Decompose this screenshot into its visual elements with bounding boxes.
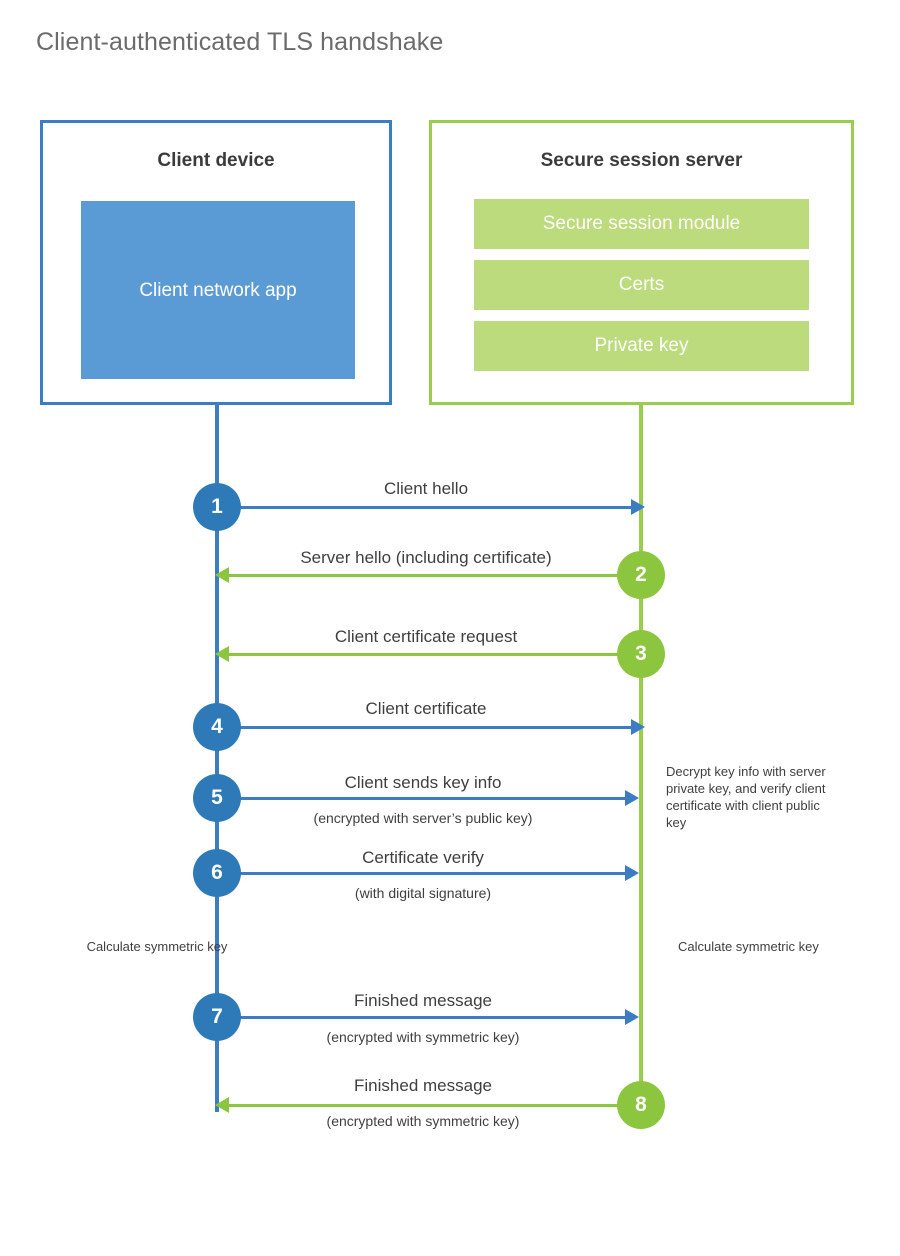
client-network-app-block: Client network app: [81, 201, 355, 379]
step-6-sublabel: (with digital signature): [354, 885, 492, 901]
step-3-number: 3: [617, 630, 665, 678]
step-4-number: 4: [193, 703, 241, 751]
step-1-arrow-head: [631, 499, 645, 515]
step-6-number: 6: [193, 849, 241, 897]
step-7-number: 7: [193, 993, 241, 1041]
step-6-label: Certificate verify: [362, 848, 484, 867]
client-device-box: Client device Client network app: [40, 120, 392, 405]
step-6-arrow-line: [217, 872, 629, 875]
server-component-certs: Certs: [474, 260, 809, 310]
step-8-sublabel: (encrypted with symmetric key): [326, 1113, 520, 1129]
step-1-arrow-line: [217, 506, 635, 509]
step-2-label: Server hello (including certificate): [300, 548, 552, 567]
step-1-label: Client hello: [383, 479, 469, 498]
server-component-secure-session-module: Secure session module: [474, 199, 809, 249]
step-6-arrow-head: [625, 865, 639, 881]
secure-session-server-box: Secure session server Secure session mod…: [429, 120, 854, 405]
step-2-arrow-line: [222, 574, 641, 577]
server-decrypt-note: Decrypt key info with server private key…: [666, 764, 826, 830]
step-8-label: Finished message: [354, 1076, 492, 1095]
step-2-arrow-head: [215, 567, 229, 583]
step-3-label: Client certificate request: [334, 627, 518, 646]
secure-session-server-title: Secure session server: [540, 150, 743, 171]
step-7-label: Finished message: [354, 991, 492, 1010]
step-7-arrow-head: [625, 1009, 639, 1025]
page-title: Client-authenticated TLS handshake: [36, 28, 444, 56]
step-1-number: 1: [193, 483, 241, 531]
step-5-sublabel: (encrypted with server’s public key): [313, 810, 533, 826]
step-4-label: Client certificate: [365, 699, 487, 718]
step-8-arrow-head: [215, 1097, 229, 1113]
step-5-label: Client sends key info: [344, 773, 502, 792]
step-3-arrow-line: [222, 653, 641, 656]
server-calculate-symmetric-key-note: Calculate symmetric key: [678, 939, 819, 954]
client-lifeline: [215, 405, 219, 1112]
step-7-sublabel: (encrypted with symmetric key): [326, 1029, 520, 1045]
step-5-number: 5: [193, 774, 241, 822]
step-8-arrow-line: [222, 1104, 641, 1107]
step-4-arrow-head: [631, 719, 645, 735]
server-components-stack: Secure session module Certs Private key: [474, 199, 809, 371]
step-5-arrow-line: [217, 797, 629, 800]
step-7-arrow-line: [217, 1016, 629, 1019]
step-2-number: 2: [617, 551, 665, 599]
server-component-private-key: Private key: [474, 321, 809, 371]
step-5-arrow-head: [625, 790, 639, 806]
step-8-number: 8: [617, 1081, 665, 1129]
step-4-arrow-line: [217, 726, 635, 729]
client-calculate-symmetric-key-note: Calculate symmetric key: [86, 939, 228, 954]
client-device-title: Client device: [157, 150, 275, 171]
server-lifeline: [639, 405, 643, 1105]
step-3-arrow-head: [215, 646, 229, 662]
